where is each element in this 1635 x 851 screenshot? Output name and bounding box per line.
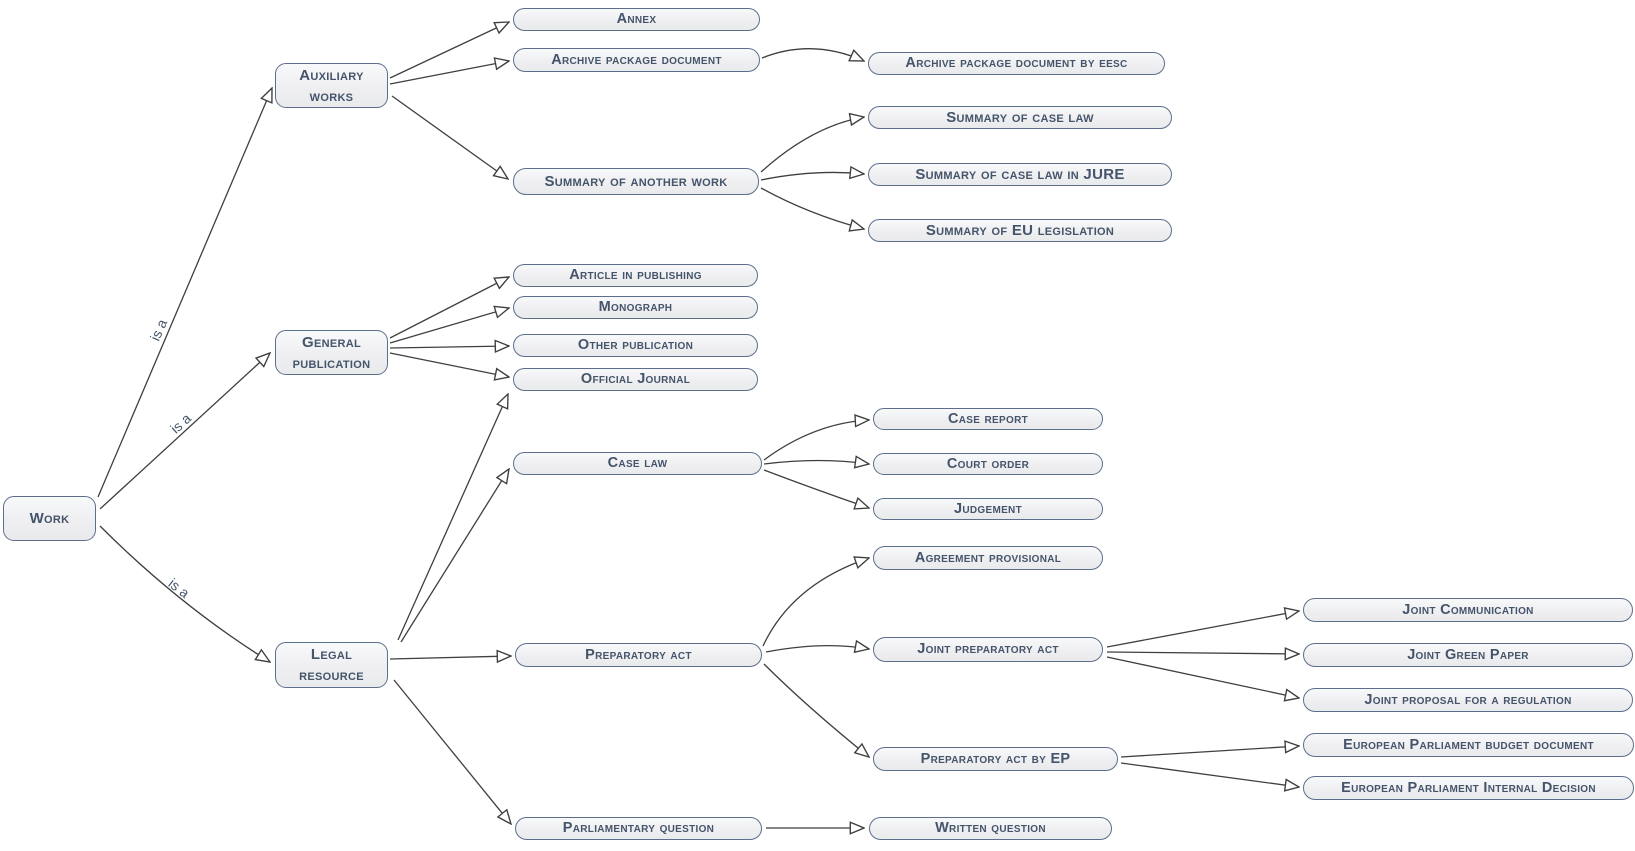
node-joint-green-paper: Joint Green Paper (1303, 643, 1633, 667)
edge-legal-parliamentary-question (393, 679, 511, 824)
edge-legal-preparatory-act (389, 656, 511, 659)
node-summary-of-eu-legislation: Summary of EU legislation (868, 219, 1172, 242)
edge-summary-eu-legislation (760, 187, 864, 229)
node-summary-of-case-law-in-jure: Summary of case law in JURE (868, 163, 1172, 186)
node-written-question: Written question (869, 817, 1112, 840)
edge-genpub-other-publication (389, 346, 509, 348)
edge-prepep-budget-document (1120, 746, 1299, 758)
edge-label-is-a-bottom: is a (166, 575, 193, 601)
node-joint-preparatory-act: Joint preparatory act (873, 637, 1103, 662)
edge-summary-case-law-jure (760, 172, 864, 181)
node-auxiliary-works: Auxiliary works (275, 63, 388, 108)
node-case-report: Case report (873, 408, 1103, 430)
node-joint-proposal-for-a-regulation: Joint proposal for a regulation (1303, 688, 1633, 712)
node-archive-package-document: Archive package document (513, 48, 760, 72)
edge-prepep-internal-decision (1120, 762, 1299, 787)
node-preparatory-act: Preparatory act (515, 643, 762, 667)
edge-summary-case-law (760, 117, 864, 173)
node-official-journal: Official Journal (513, 368, 758, 391)
node-parliamentary-question: Parliamentary question (515, 817, 762, 840)
node-judgement: Judgement (873, 498, 1103, 520)
edge-caselaw-judgement (763, 469, 869, 508)
edge-prep-joint-preparatory-act (765, 646, 869, 652)
node-article-in-publishing: Article in publishing (513, 264, 758, 287)
edge-jointprep-joint-green-paper (1106, 652, 1299, 654)
edge-archive-eesc (761, 48, 864, 61)
node-agreement-provisional: Agreement provisional (873, 546, 1103, 570)
node-summary-of-case-law: Summary of case law (868, 106, 1172, 129)
edge-work-auxiliary-works (97, 88, 272, 498)
node-european-parliament-internal-decision: European Parliament Internal Decision (1303, 776, 1634, 800)
node-case-law: Case law (513, 452, 762, 475)
edge-work-legal-resource (99, 525, 270, 662)
node-monograph: Monograph (513, 296, 758, 319)
edge-label-is-a-middle: is a (167, 410, 194, 437)
edge-prep-preparatory-act-by-ep (763, 663, 869, 757)
edge-jointprep-joint-communication (1106, 611, 1299, 648)
edge-genpub-official-journal (389, 352, 509, 377)
node-legal-resource: Legal resource (275, 642, 388, 688)
edge-legal-official-journal (397, 394, 508, 641)
edge-caselaw-court-order (763, 461, 869, 465)
edge-legal-case-law (400, 469, 509, 643)
node-court-order: Court order (873, 453, 1103, 475)
node-archive-package-document-by-eesc: Archive package document by eesc (868, 52, 1165, 75)
node-summary-of-another-work: Summary of another work (513, 168, 759, 195)
edge-jointprep-joint-proposal (1106, 656, 1299, 698)
node-other-publication: Other publication (513, 334, 758, 357)
edge-genpub-monograph (389, 308, 509, 344)
edge-genpub-article (389, 277, 509, 339)
edge-label-is-a-top: is a (147, 317, 171, 344)
edge-prep-agreement-provisional (762, 558, 869, 647)
node-annex: Annex (513, 8, 760, 31)
edge-aux-summary-of-another-work (391, 95, 508, 179)
node-european-parliament-budget-document: European Parliament budget document (1303, 733, 1634, 757)
node-work: Work (3, 496, 96, 541)
node-general-publication: General publication (275, 330, 388, 375)
edge-aux-annex (389, 22, 509, 79)
node-joint-communication: Joint Communication (1303, 598, 1633, 622)
node-preparatory-act-by-ep: Preparatory act by EP (873, 747, 1118, 771)
edge-aux-archive-package-document (389, 61, 509, 85)
edge-work-general-publication (99, 353, 270, 510)
edge-caselaw-case-report (763, 420, 869, 461)
